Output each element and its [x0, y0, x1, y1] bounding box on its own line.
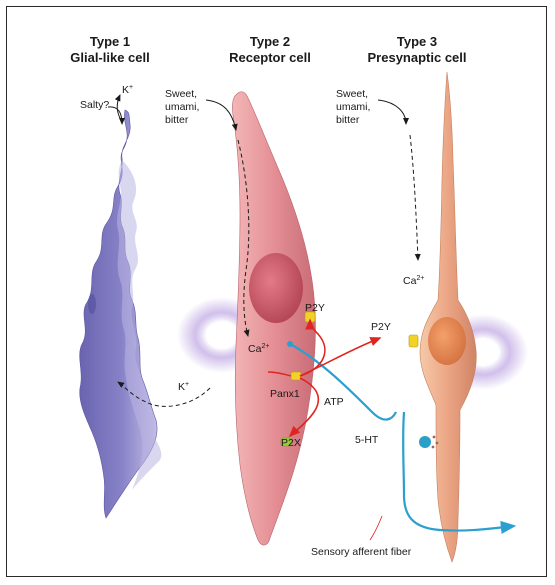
type3-nucleus — [428, 317, 466, 365]
arrow-tastant-type3 — [378, 100, 406, 124]
type3-vesicle-dot — [433, 436, 436, 439]
label-k-bottom: K+ — [178, 381, 189, 393]
label-salty: Salty? — [80, 99, 109, 111]
label-k-top: K+ — [122, 84, 133, 96]
type2-subtitle: Receptor cell — [229, 50, 311, 65]
arrow-tastant-type2 — [206, 100, 236, 130]
type1-nucleus — [88, 294, 96, 314]
label-p2y-receptor: P2Y — [305, 302, 325, 314]
type1-subtitle: Glial-like cell — [70, 50, 150, 65]
type3-vesicle-dot — [436, 442, 439, 445]
label-sweet-type2-line3: bitter — [165, 114, 189, 126]
label-p2x: P2X — [281, 437, 301, 449]
label-sweet-type2-line1: Sweet, — [165, 88, 197, 100]
label-sweet-type3-line2: umami, — [336, 101, 370, 113]
type3-vesicle — [419, 436, 431, 448]
fiber-leader-line — [370, 516, 382, 540]
label-sweet-type3-line1: Sweet, — [336, 88, 368, 100]
label-ca-type3: Ca2+ — [403, 275, 424, 287]
label-panx1: Panx1 — [270, 388, 300, 400]
type3-receptor — [409, 335, 418, 347]
type3-vesicle-dot — [432, 446, 435, 449]
type1-title: Type 1 — [90, 34, 130, 49]
arrow-salty — [108, 107, 122, 124]
panx1-channel — [291, 372, 301, 380]
type2-title: Type 2 — [250, 34, 290, 49]
type2-nucleus — [249, 253, 303, 323]
label-sensory-afferent-fiber: Sensory afferent fiber — [311, 546, 412, 558]
label-atp: ATP — [324, 396, 344, 408]
label-p2y-arrow: P2Y — [371, 321, 391, 333]
label-sweet-type2-line2: umami, — [165, 101, 199, 113]
type3-subtitle: Presynaptic cell — [368, 50, 467, 65]
fiber-terminal — [287, 341, 293, 347]
label-sweet-type3-line3: bitter — [336, 114, 360, 126]
label-5ht: 5-HT — [355, 434, 379, 446]
type3-title: Type 3 — [397, 34, 437, 49]
arrow-ca-type3 — [410, 135, 418, 260]
